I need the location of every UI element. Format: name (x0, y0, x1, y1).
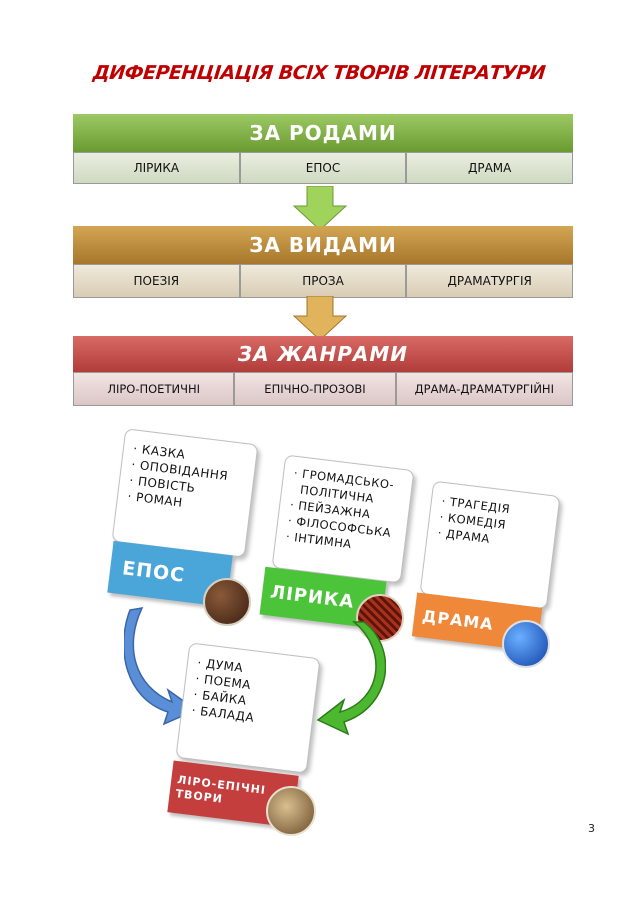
cell-liro-poetychni: ЛІРО-ПОЕТИЧНІ (73, 372, 234, 406)
curved-arrow-green-icon (316, 620, 386, 736)
texture-ball-epos (203, 578, 251, 626)
texture-ball-liroepic (266, 786, 316, 836)
cell-liryka: ЛІРИКА (73, 152, 240, 184)
page-title: ДИФЕРЕНЦІАЦІЯ ВСІХ ТВОРІВ ЛІТЕРАТУРИ (0, 62, 638, 84)
cell-epichno-prozovi: ЕПІЧНО-ПРОЗОВІ (234, 372, 395, 406)
card-liryka: ГРОМАДСЬКО-ПОЛІТИЧНА ПЕЙЗАЖНА ФІЛОСОФСЬК… (272, 455, 415, 584)
band-row-vydamy: ПОЕЗІЯ ПРОЗА ДРАМАТУРГІЯ (73, 264, 573, 298)
cell-proza: ПРОЗА (240, 264, 407, 298)
cell-epos: ЕПОС (240, 152, 407, 184)
band-zhanramy: ЗА ЖАНРАМИ ЛІРО-ПОЕТИЧНІ ЕПІЧНО-ПРОЗОВІ … (73, 336, 573, 406)
band-rodamy: ЗА РОДАМИ ЛІРИКА ЕПОС ДРАМА (73, 114, 573, 186)
page-number: 3 (588, 822, 595, 835)
cell-dramaturhiia: ДРАМАТУРГІЯ (406, 264, 573, 298)
band-row-zhanramy: ЛІРО-ПОЕТИЧНІ ЕПІЧНО-ПРОЗОВІ ДРАМА-ДРАМА… (73, 372, 573, 406)
band-vydamy: ЗА ВИДАМИ ПОЕЗІЯ ПРОЗА ДРАМАТУРГІЯ (73, 226, 573, 298)
band-header-vydamy: ЗА ВИДАМИ (73, 226, 573, 264)
band-header-zhanramy: ЗА ЖАНРАМИ (73, 336, 573, 372)
cell-poeziia: ПОЕЗІЯ (73, 264, 240, 298)
texture-ball-drama (502, 620, 550, 668)
band-row-rodamy: ЛІРИКА ЕПОС ДРАМА (73, 152, 573, 186)
card-drama: ТРАГЕДІЯ КОМЕДІЯ ДРАМА (420, 481, 561, 610)
cell-drama-dramaturhiini: ДРАМА-ДРАМАТУРГІЙНІ (396, 372, 573, 406)
card-epos: КАЗКА ОПОВІДАННЯ ПОВІСТЬ РОМАН (112, 428, 259, 557)
band-header-rodamy: ЗА РОДАМИ (73, 114, 573, 152)
cell-drama: ДРАМА (406, 152, 573, 184)
card-liroepic: ДУМА ПОЕМА БАЙКА БАЛАДА (175, 642, 320, 773)
